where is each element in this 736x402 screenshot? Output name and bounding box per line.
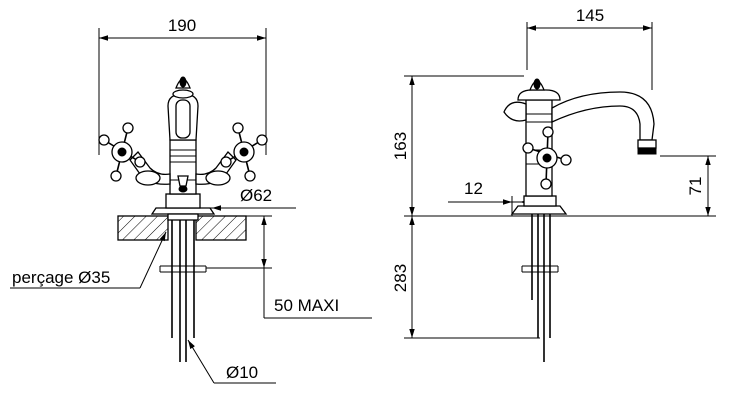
right-cross-handle	[220, 122, 268, 182]
drill-label: perçage Ø35	[12, 268, 110, 287]
side-cross-handle	[522, 126, 572, 190]
dim-drill-hole: perçage Ø35	[10, 231, 167, 289]
dim-reach-145: 145	[526, 6, 653, 90]
spout-height-label: 71	[686, 177, 705, 196]
faucet-side-body	[503, 78, 657, 362]
base-diameter-label: Ø62	[240, 186, 272, 205]
dim-width-190: 190	[98, 16, 267, 155]
dim-pipe-diameter: Ø10	[187, 339, 276, 384]
height-label: 163	[391, 132, 410, 160]
base-offset-label: 12	[464, 179, 483, 198]
left-cross-handle	[98, 122, 146, 182]
side-view: 145 163 283 71 12	[391, 6, 716, 362]
pipe-diameter-label: Ø10	[226, 363, 258, 382]
faucet-front-body	[98, 76, 268, 362]
dim-spout-height-71: 71	[576, 155, 716, 217]
dim-height-163: 163	[391, 75, 576, 217]
dim-max-thickness: 50 MAXI	[206, 215, 372, 319]
dim-width-label: 190	[168, 16, 196, 35]
dim-base-offset-12: 12	[448, 179, 530, 216]
dim-base-diameter: Ø62	[210, 186, 296, 211]
countertop-section	[117, 215, 247, 241]
front-view: 190	[10, 16, 372, 384]
pipe-length-label: 283	[391, 264, 410, 292]
reach-label: 145	[576, 6, 604, 25]
dim-pipe-length-283: 283	[391, 216, 540, 339]
max-thickness-label: 50 MAXI	[274, 296, 339, 315]
